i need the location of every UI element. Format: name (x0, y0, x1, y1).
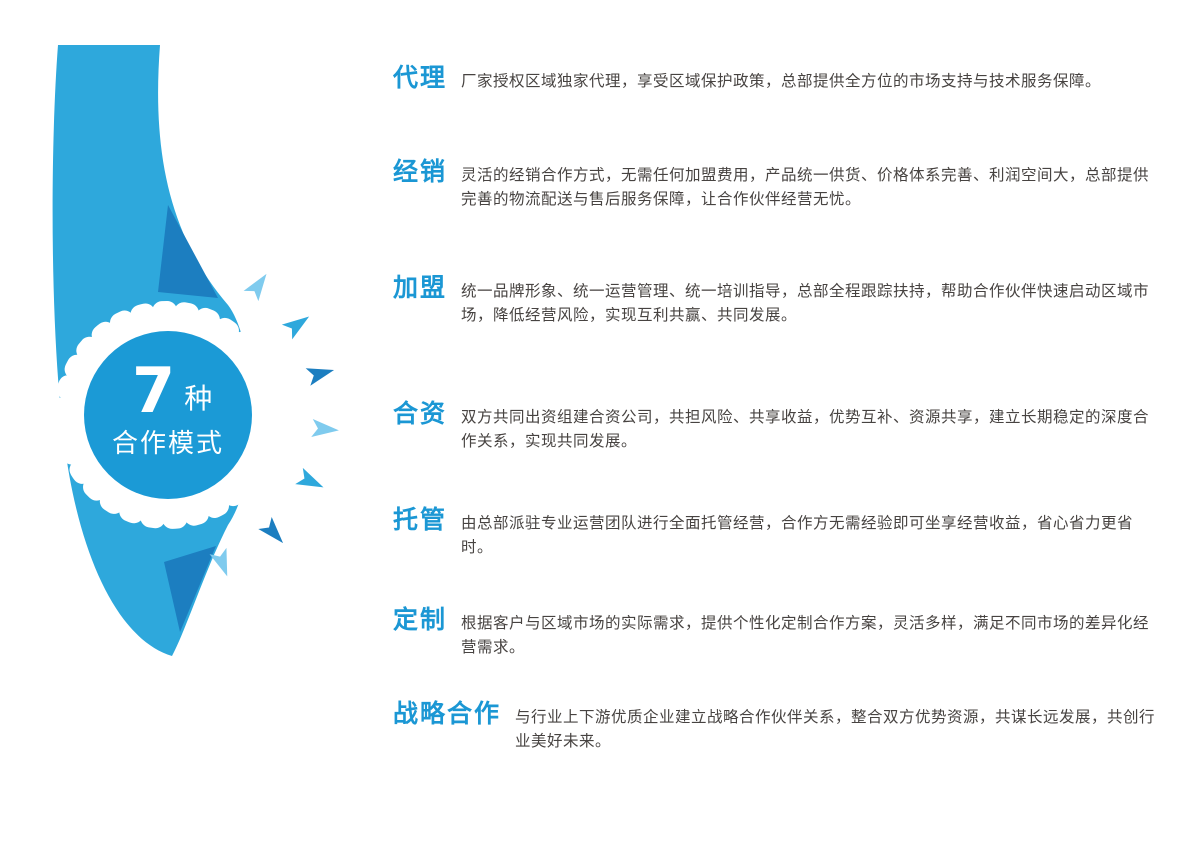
swirl-accent-top (158, 205, 218, 298)
plane-icon-3 (305, 368, 335, 386)
plane-icon-5 (295, 467, 324, 488)
mode-item-3: 加盟 统一品牌形象、统一运营管理、统一培训指导，总部全程跟踪扶持，帮助合作伙伴快… (393, 268, 1161, 327)
badge-scallop-dots (54, 301, 282, 529)
mode-item-6: 定制 根据客户与区域市场的实际需求，提供个性化定制合作方案，灵活多样，满足不同市… (393, 600, 1161, 659)
mode-item-7: 战略合作 与行业上下游优质企业建立战略合作伙伴关系，整合双方优势资源，共谋长远发… (393, 694, 1161, 753)
mode-item-1: 代理 厂家授权区域独家代理，享受区域保护政策，总部提供全方位的市场支持与技术服务… (393, 58, 1161, 94)
badge-circle (84, 331, 252, 499)
mode-item-4: 合资 双方共同出资组建合资公司，共担风险、共享收益，优势互补、资源共享，建立长期… (393, 394, 1161, 453)
mode-label-1: 代理 (393, 63, 448, 92)
mode-desc-4: 双方共同出资组建合资公司，共担风险、共享收益，优势互补、资源共享，建立长期稳定的… (461, 408, 1150, 451)
plane-icon-7 (209, 547, 228, 577)
mode-desc-3: 统一品牌形象、统一运营管理、统一培训指导，总部全程跟踪扶持，帮助合作伙伴快速启动… (461, 282, 1150, 325)
plane-icon-6 (258, 516, 284, 544)
mode-item-5: 托管 由总部派驻专业运营团队进行全面托管经营，合作方无需经验即可坐享经营收益，省… (393, 500, 1161, 559)
mode-item-2: 经销 灵活的经销合作方式，无需任何加盟费用，产品统一供货、价格体系完善、利润空间… (393, 152, 1161, 211)
mode-desc-6: 根据客户与区域市场的实际需求，提供个性化定制合作方案，灵活多样，满足不同市场的差… (461, 614, 1150, 657)
mode-desc-7: 与行业上下游优质企业建立战略合作伙伴关系，整合双方优势资源，共谋长远发展，共创行… (515, 708, 1156, 751)
mode-desc-2: 灵活的经销合作方式，无需任何加盟费用，产品统一供货、价格体系完善、利润空间大，总… (461, 166, 1150, 209)
mode-label-6: 定制 (393, 605, 448, 634)
swirl-accent-bottom (164, 546, 216, 632)
badge-label: 合作模式 (112, 429, 224, 459)
mode-label-2: 经销 (393, 157, 448, 186)
mode-desc-5: 由总部派驻专业运营团队进行全面托管经营，合作方无需经验即可坐享经营收益，省心省力… (461, 514, 1134, 557)
mode-desc-1: 厂家授权区域独家代理，享受区域保护政策，总部提供全方位的市场支持与技术服务保障。 (461, 72, 1102, 90)
decor-graphic: 7 种 合作模式 (52, 45, 339, 656)
plane-icon-4 (311, 419, 339, 437)
plane-icon-2 (281, 316, 310, 340)
mode-label-5: 托管 (393, 505, 448, 534)
mode-label-3: 加盟 (393, 273, 448, 302)
badge-number: 7 (132, 354, 175, 427)
mode-label-7: 战略合作 (393, 699, 502, 728)
plane-icon-1 (243, 273, 267, 302)
badge-unit: 种 (184, 382, 212, 415)
mode-label-4: 合资 (393, 399, 448, 428)
badge-number-line: 7 种 (132, 354, 212, 427)
